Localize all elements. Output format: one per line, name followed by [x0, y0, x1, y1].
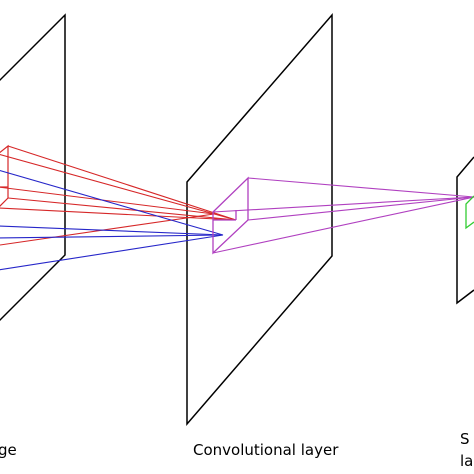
input-red-patch: [0, 144, 9, 207]
sub-green-patch: [465, 195, 474, 230]
subsampling-layer-plane: [456, 156, 474, 305]
red-projection-lines: [0, 145, 237, 246]
subsampling-layer-label-line2: la: [460, 452, 473, 470]
purple-projection-lines: [212, 177, 474, 254]
subsampling-layer-label-line1: S: [460, 430, 470, 448]
blue-projection-lines: [0, 170, 224, 271]
convolutional-layer-label: Convolutional layer: [193, 441, 339, 459]
input-image-plane: [0, 13, 66, 322]
convolutional-layer-plane: [186, 12, 333, 427]
input-image-label: ge: [0, 441, 17, 459]
